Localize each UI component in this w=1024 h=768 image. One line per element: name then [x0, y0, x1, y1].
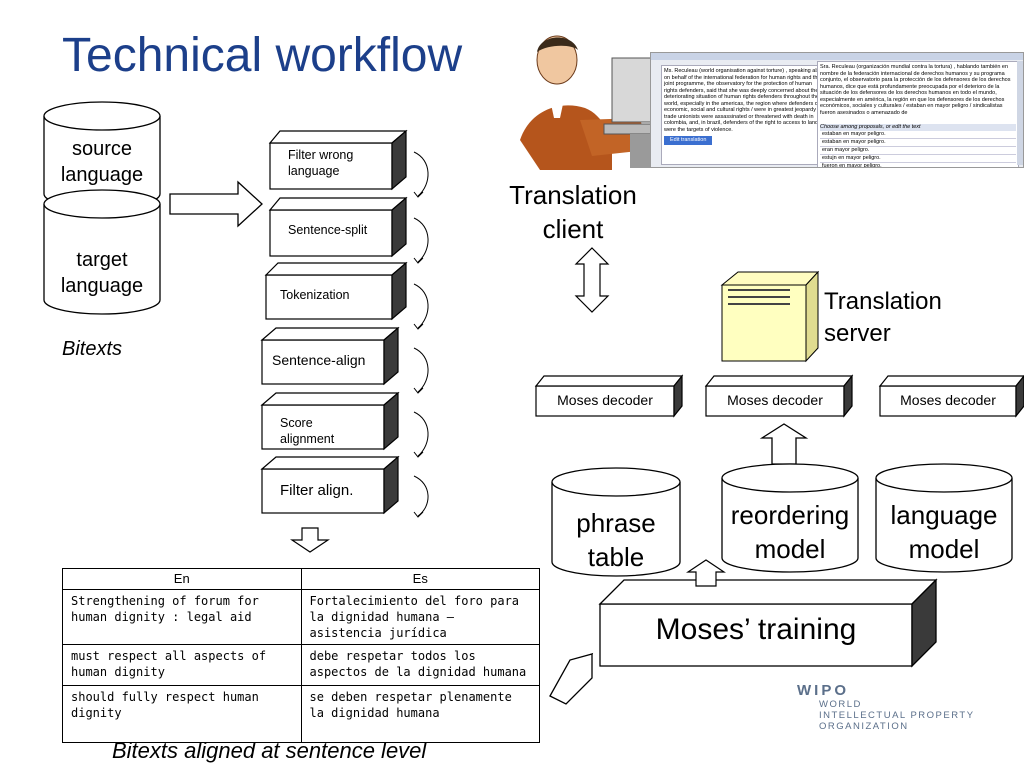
- edit-translation-button[interactable]: Edit translation: [664, 136, 713, 145]
- table-cell-en: Strengthening of forum for human dignity…: [62, 589, 302, 645]
- phrase-table-cylinder: [551, 467, 681, 577]
- step-label-3: Tokenization: [280, 288, 350, 302]
- table-cell-en: must respect all aspects of human dignit…: [62, 644, 302, 686]
- source-language-label: source language: [60, 138, 144, 186]
- decoder-boxes: [534, 374, 1024, 418]
- bitext-table: En Es Strengthening of forum for human d…: [62, 568, 540, 743]
- suggestion-item[interactable]: eran mayor peligro.: [820, 147, 1016, 155]
- suggestion-item[interactable]: estujn en mayor peligro.: [820, 155, 1016, 163]
- decoder-box-1: [534, 374, 684, 418]
- table-row: Strengthening of forum for human dignity…: [62, 589, 540, 645]
- table-cell-es: se deben respetar plenamente la dignidad…: [300, 685, 540, 743]
- suggestion-item[interactable]: fueron en mayor peligro.: [820, 163, 1016, 168]
- target-text: Sra. Reculeau (organización mundial cont…: [820, 64, 1011, 116]
- arrow-to-decoder: [759, 423, 809, 465]
- arrow-to-pipeline: [169, 180, 263, 228]
- wipo-line-3: ORGANIZATION: [819, 721, 909, 732]
- table-cell-en: should fully respect human dignity: [62, 685, 302, 743]
- table-row: should fully respect human dignity se de…: [62, 685, 540, 743]
- arrow-to-training-body: [549, 653, 593, 705]
- decoder-box-3: [878, 375, 1024, 418]
- language-model-cylinder: [875, 463, 1013, 573]
- target-pane: Sra. Reculeau (organización mundial cont…: [817, 61, 1019, 168]
- server-icon: [720, 270, 820, 363]
- arrow-to-table: [290, 527, 330, 553]
- phrase-table-label: phrase table: [576, 508, 656, 572]
- wipo-line-2: INTELLECTUAL PROPERTY: [819, 710, 975, 721]
- source-text: Ms. Reculeau (world organisation against…: [664, 68, 824, 133]
- step-label-1: Filter wrong language: [288, 148, 354, 178]
- translation-server-label: Translation server: [824, 288, 942, 347]
- translation-client-label: Translation client: [509, 180, 637, 244]
- reordering-model-cylinder: [721, 463, 859, 573]
- step-box-4: [260, 326, 400, 386]
- step-box-5: [260, 391, 400, 451]
- arrow-to-models: [686, 559, 726, 587]
- page-title: Technical workflow: [62, 29, 463, 82]
- moses-training-label: Moses’ training: [655, 613, 857, 646]
- table-cell-es: debe respetar todos los aspectos de la d…: [300, 644, 540, 686]
- bitexts-caption: Bitexts: [62, 338, 123, 360]
- source-pane: Ms. Reculeau (world organisation against…: [661, 65, 827, 165]
- decoder-label-3: Moses decoder: [900, 392, 996, 408]
- scrollbar[interactable]: [1017, 61, 1023, 165]
- decoder-label-1: Moses decoder: [557, 392, 653, 408]
- table-header-en: En: [62, 568, 302, 590]
- client-server-arrow: [574, 247, 610, 313]
- wipo-line-1: WORLD: [819, 699, 862, 710]
- decoder-label-2: Moses decoder: [727, 392, 823, 408]
- suggestion-item[interactable]: estaban en mayor peligro.: [820, 139, 1016, 147]
- proposals-prompt: Choose among proposals, or edit the text: [820, 124, 1016, 131]
- table-cell-es: Fortalecimiento del foro para la dignida…: [300, 589, 540, 645]
- moses-training-box: [598, 578, 938, 668]
- translation-client-screenshot: Ms. Reculeau (world organisation against…: [650, 52, 1024, 168]
- step-label-5: Score alignment: [280, 416, 335, 446]
- wipo-logo-text: WIPO: [797, 682, 849, 699]
- pipeline-flow-arrows: [413, 151, 429, 518]
- wipo-logo: WIPO WORLD INTELLECTUAL PROPERTY ORGANIZ…: [797, 682, 975, 732]
- source-language-cylinder: [43, 101, 161, 209]
- step-label-4: Sentence-align: [272, 352, 366, 368]
- suggestion-list[interactable]: estaban en mayor peligro.estaban en mayo…: [820, 131, 1016, 168]
- target-language-cylinder: [43, 189, 161, 315]
- pipeline-boxes: [260, 129, 408, 515]
- table-row: must respect all aspects of human dignit…: [62, 644, 540, 686]
- suggestion-item[interactable]: estaban en mayor peligro.: [820, 131, 1016, 139]
- step-label-6: Filter align.: [280, 482, 354, 499]
- step-box-6: [260, 455, 400, 515]
- language-model-label: language model: [890, 500, 998, 564]
- step-box-2: [268, 196, 408, 258]
- decoder-box-2: [704, 374, 854, 418]
- step-box-1: [268, 129, 408, 191]
- table-header-es: Es: [300, 568, 540, 590]
- target-language-label: target language: [60, 249, 144, 297]
- step-box-3: [264, 261, 408, 321]
- table-caption: Bitexts aligned at sentence level: [112, 738, 427, 763]
- step-label-2: Sentence-split: [288, 223, 368, 237]
- screenshot-toolbar: [651, 53, 1023, 60]
- reordering-model-label: reordering model: [730, 500, 850, 564]
